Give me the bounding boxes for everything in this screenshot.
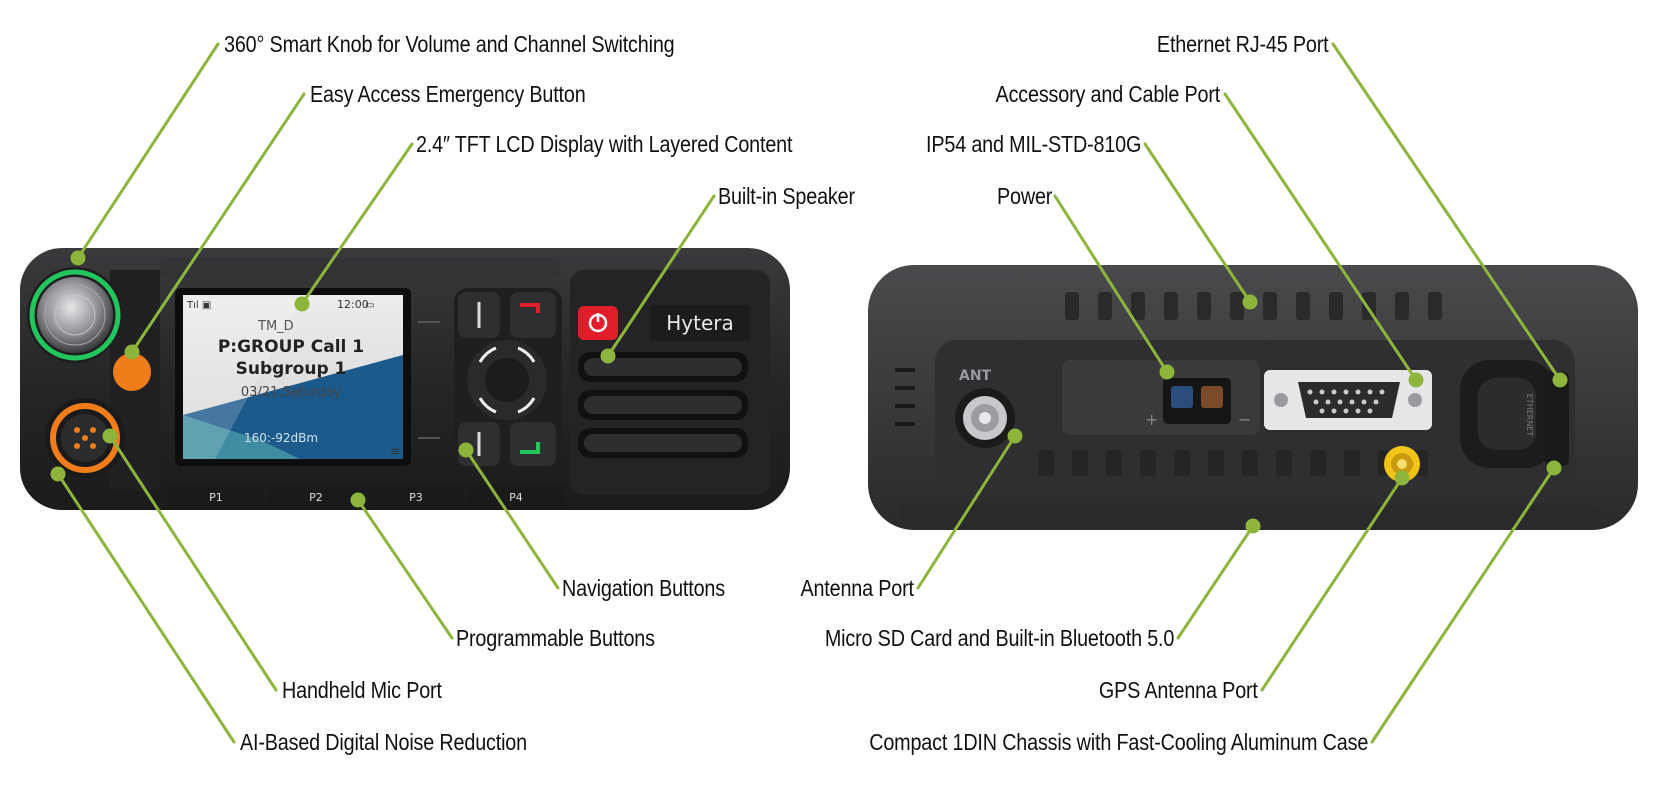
power-connector[interactable]: + − [1145,378,1251,429]
label-mic-port: Handheld Mic Port [282,677,442,703]
accessory-port[interactable] [1264,370,1432,430]
soft-key-p3-label: P3 [409,491,423,504]
svg-text:−: − [1238,410,1251,429]
smart-knob[interactable] [27,267,123,363]
soft-key-p3[interactable] [368,484,464,510]
label-smart-knob: 360° Smart Knob for Volume and Channel S… [224,31,675,57]
label-speaker: Built-in Speaker [718,183,855,209]
front-panel: Tıl ▣ 12:00 ▭ TM_D P:GROUP Call 1 Subgro… [20,248,790,510]
label-microsd-bluetooth: Micro SD Card and Built-in Bluetooth 5.0 [824,625,1175,651]
end-call-button[interactable] [510,292,556,338]
gps-antenna-connector[interactable] [1384,446,1420,482]
label-accessory-port: Accessory and Cable Port [995,81,1220,107]
soft-key-p1-label: P1 [209,491,223,504]
top-cooling-fins [1065,292,1442,320]
leader-lines [50,42,1568,744]
ethernet-port[interactable]: ETHERNET [1460,360,1569,468]
label-emergency-button: Easy Access Emergency Button [310,81,586,107]
brand-logo: Hytera [666,311,734,335]
soft-key-p4-label: P4 [509,491,523,504]
label-antenna-port: Antenna Port [800,575,915,601]
call-button[interactable] [510,422,556,466]
speaker-grille [578,352,748,458]
emergency-button[interactable] [113,353,151,391]
display-call: P:GROUP Call 1 [218,337,364,357]
soft-key-p2-label: P2 [309,491,323,504]
display-signal: 160:-92dBm [244,431,318,445]
label-programmable-buttons: Programmable Buttons [456,625,655,651]
ethernet-marking: ETHERNET [1525,394,1534,437]
svg-text:+: + [1145,410,1158,429]
label-ethernet-port: Ethernet RJ-45 Port [1156,31,1328,57]
label-ip54: IP54 and MIL-STD-810G [925,131,1141,157]
label-gps-antenna-port: GPS Antenna Port [1099,677,1258,703]
lcd-display: Tıl ▣ 12:00 ▭ TM_D P:GROUP Call 1 Subgro… [175,288,411,466]
ant-marking: ANT [959,368,992,384]
label-navigation-buttons: Navigation Buttons [562,575,725,601]
signal-icon: Tıl ▣ [186,300,211,311]
status-time: 12:00 [337,298,369,311]
label-power: Power [996,183,1052,209]
label-chassis: Compact 1DIN Chassis with Fast-Cooling A… [869,729,1368,755]
display-mode: TM_D [257,319,294,334]
soft-key-p2[interactable] [268,484,364,510]
label-lcd-display: 2.4″ TFT LCD Display with Layered Conten… [416,131,793,157]
display-date: 03/21,Saturday [241,385,341,400]
side-latch [895,368,915,426]
menu-icon: ≡ [390,444,400,458]
battery-icon: ▭ [365,300,374,311]
mic-port[interactable] [45,398,125,478]
power-button[interactable] [578,306,618,340]
soft-key-p1[interactable] [168,484,264,510]
navigation-cluster [454,288,562,470]
antenna-connector[interactable] [955,388,1015,448]
label-noise-reduction: AI-Based Digital Noise Reduction [240,729,527,755]
display-group: Subgroup 1 [236,359,347,379]
